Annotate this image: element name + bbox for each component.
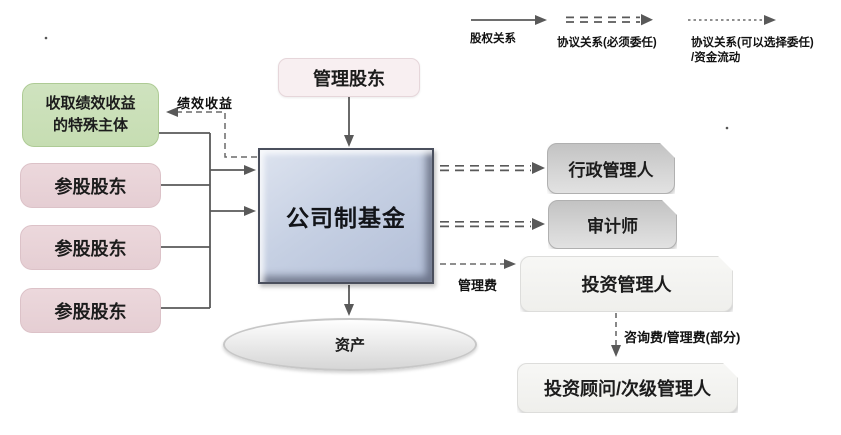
special-entity-label-line2: 的特殊主体: [52, 117, 128, 134]
arrow-fund-to-special: [166, 107, 257, 158]
node-shareholder-2: 参股股东: [20, 225, 161, 270]
dot-top-left: [44, 36, 48, 40]
node-investment-advisor: 投资顾问/次级管理人: [517, 363, 738, 413]
node-special-entity: 收取绩效收益 的特殊主体: [22, 83, 159, 147]
legend-equity-label: 股权关系: [470, 33, 516, 45]
dot-right: [725, 126, 729, 130]
node-fund: 公司制基金: [258, 148, 434, 284]
arrow-fund-to-admin: [440, 162, 545, 174]
node-shareholder-3: 参股股东: [20, 288, 161, 333]
node-investment-manager: 投资管理人: [520, 256, 733, 312]
node-shareholder-1: 参股股东: [20, 163, 161, 208]
legend-optional-label-line1: 协议关系(可以选择委任): [691, 37, 814, 49]
node-managing-shareholder: 管理股东: [278, 58, 420, 97]
node-administrator: 行政管理人: [547, 143, 675, 194]
legend-mandatory-label: 协议关系(必须委任): [557, 37, 657, 49]
legend-mandatory-arrow: [566, 14, 653, 26]
legend-optional-label: 协议关系(可以选择委任) /资金流动: [691, 36, 814, 66]
edge-label-consulting-fee: 咨询费/管理费(部分): [624, 330, 741, 345]
connector-shareholders: [159, 132, 256, 309]
arrow-fund-to-auditor: [440, 218, 545, 230]
node-assets-ellipse: 资产: [223, 318, 477, 371]
legend-optional-label-line2: /资金流动: [691, 52, 741, 64]
edge-label-performance-income: 绩效收益: [177, 96, 234, 111]
special-entity-label-line1: 收取绩效收益: [45, 94, 136, 112]
edge-label-management-fee: 管理费: [458, 278, 498, 293]
node-auditor: 审计师: [548, 200, 677, 249]
